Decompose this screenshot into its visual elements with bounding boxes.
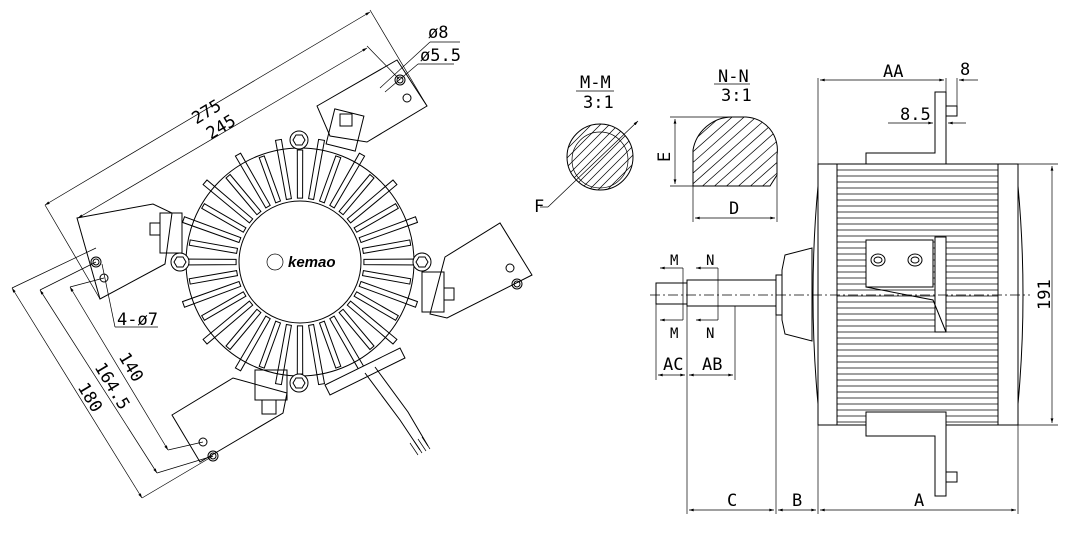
section-m-scale: 3:1 bbox=[583, 93, 614, 113]
hatch-line bbox=[693, 116, 741, 186]
body-fins bbox=[837, 169, 998, 423]
dim-b: B bbox=[792, 491, 802, 511]
hatch-line bbox=[567, 124, 606, 190]
logo: kemao bbox=[266, 253, 336, 271]
cable bbox=[324, 347, 431, 456]
hatch-line bbox=[709, 116, 778, 186]
dimensions-side: AC AB C B A AA 8 8.5 191 bbox=[655, 60, 1058, 514]
fin bbox=[296, 149, 304, 199]
fin bbox=[181, 280, 242, 308]
hatch-line bbox=[590, 110, 680, 190]
dim-a: A bbox=[914, 491, 924, 511]
dim-8: 8 bbox=[960, 60, 970, 80]
front-view: kemao 275 245 ø8 ø5.5 4-ø7 1 bbox=[11, 9, 533, 499]
hatch-line bbox=[567, 124, 597, 190]
dim-holes: 4-ø7 bbox=[117, 310, 158, 330]
hatch-line bbox=[693, 116, 705, 186]
hatch-line bbox=[567, 124, 570, 190]
cut-m-bottom: M bbox=[670, 326, 678, 342]
fin bbox=[201, 291, 247, 321]
section-n-n: N-N 3:1 E D bbox=[590, 67, 872, 222]
fin bbox=[308, 323, 326, 386]
fin bbox=[188, 270, 239, 285]
dim-ab: AB bbox=[702, 355, 722, 375]
fin bbox=[318, 155, 342, 204]
fin bbox=[274, 323, 292, 386]
dim-191: 191 bbox=[1035, 279, 1055, 310]
section-m-m: M-M 3:1 F bbox=[480, 73, 639, 217]
hex-nut-icon bbox=[907, 253, 923, 267]
hatch-line bbox=[587, 124, 633, 190]
section-m-title: M-M bbox=[580, 73, 611, 93]
top-bracket bbox=[865, 91, 947, 165]
hatch-line bbox=[602, 110, 692, 190]
dim-ac: AC bbox=[663, 355, 683, 375]
dim-aa: AA bbox=[883, 62, 903, 82]
bottom-bracket bbox=[865, 411, 947, 497]
section-n-label-e: E bbox=[655, 152, 675, 162]
hatch-line bbox=[567, 124, 633, 190]
dim-phi8: ø8 bbox=[428, 23, 448, 43]
fin bbox=[202, 300, 254, 345]
hatch-line bbox=[596, 124, 633, 190]
shaft-tip bbox=[655, 282, 688, 305]
front-hub bbox=[781, 247, 813, 342]
hatch-line bbox=[693, 116, 777, 186]
fin bbox=[225, 308, 262, 351]
fin bbox=[338, 308, 375, 351]
fin bbox=[358, 216, 419, 244]
fin bbox=[296, 325, 304, 375]
fin bbox=[346, 300, 398, 345]
hatch-line bbox=[757, 116, 778, 186]
fin bbox=[353, 291, 399, 321]
fin bbox=[188, 239, 239, 254]
hatch-line bbox=[567, 124, 624, 190]
hatch-line bbox=[733, 116, 778, 186]
palm-logo-icon bbox=[266, 253, 284, 271]
dim-c: C bbox=[727, 491, 737, 511]
hatch-line bbox=[567, 124, 579, 190]
fin bbox=[361, 239, 412, 254]
hatch-line bbox=[567, 124, 615, 190]
cut-n-top: N bbox=[706, 253, 714, 269]
fin bbox=[353, 203, 399, 233]
rear-bulge bbox=[1017, 185, 1024, 405]
dimensions-front: 275 245 ø8 ø5.5 4-ø7 140 164.5 180 bbox=[11, 9, 461, 499]
hatch-line bbox=[745, 116, 778, 186]
fin bbox=[234, 315, 271, 372]
fin bbox=[318, 320, 342, 369]
hatch-line bbox=[693, 116, 729, 186]
fin bbox=[346, 179, 398, 224]
section-m-label-f: F bbox=[534, 197, 544, 217]
fin bbox=[234, 152, 271, 209]
hatch-line bbox=[693, 116, 753, 186]
fin bbox=[258, 320, 282, 369]
hatch-line bbox=[578, 124, 633, 190]
fin bbox=[258, 155, 282, 204]
hatch-line bbox=[693, 116, 717, 186]
fin bbox=[361, 270, 412, 285]
hex-nut-icon bbox=[870, 253, 886, 267]
shaft bbox=[686, 279, 777, 307]
section-n-label-d: D bbox=[729, 199, 739, 219]
dim-8-5: 8.5 bbox=[900, 105, 931, 125]
dim-phi5-5: ø5.5 bbox=[420, 46, 461, 66]
section-n-scale: 3:1 bbox=[721, 86, 752, 106]
fin bbox=[181, 216, 242, 244]
brand-logo-text: kemao bbox=[288, 254, 336, 271]
hatch-line bbox=[782, 110, 872, 190]
cut-m-top: M bbox=[670, 253, 678, 269]
cut-n-bottom: N bbox=[706, 326, 714, 342]
section-n-title: N-N bbox=[718, 67, 749, 87]
hatch-line bbox=[567, 124, 588, 190]
side-view: M M N N AC AB C B A AA 8 bbox=[650, 60, 1058, 514]
fin bbox=[329, 152, 366, 209]
fin bbox=[358, 280, 419, 308]
hatch-line bbox=[480, 120, 560, 200]
hatch-line bbox=[693, 116, 765, 186]
hatch-line bbox=[721, 116, 778, 186]
fin bbox=[329, 315, 366, 372]
middle-bracket bbox=[865, 239, 934, 288]
hatch-line bbox=[769, 116, 778, 186]
